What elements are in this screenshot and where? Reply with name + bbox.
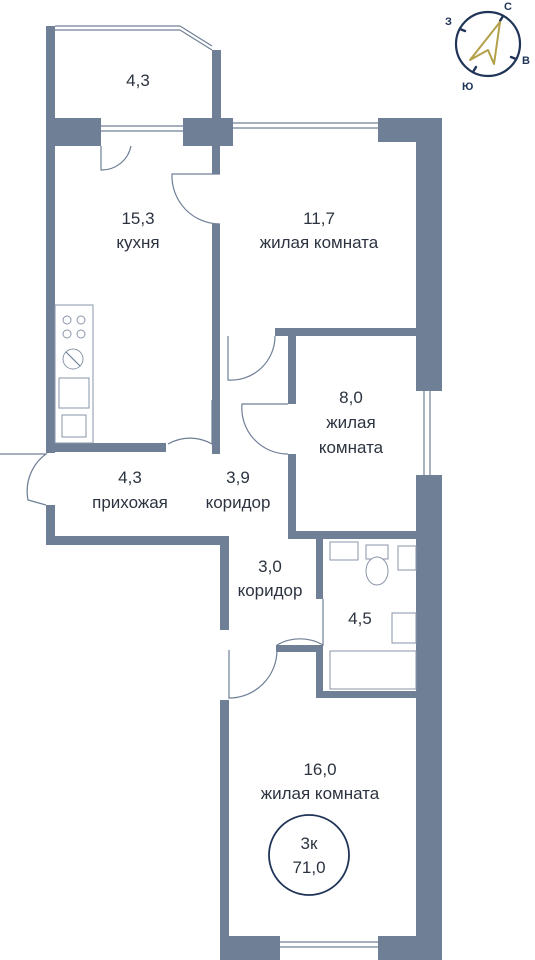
corridor-1-area: 3,9 <box>226 468 250 487</box>
living-1-name: жилая комната <box>260 233 379 252</box>
compass-south: Ю <box>462 81 473 93</box>
total-area-label: 71,0 <box>292 858 325 877</box>
compass-west: З <box>445 16 452 28</box>
hallway-area: 4,3 <box>118 468 142 487</box>
bathroom-fixtures <box>329 541 417 690</box>
kitchen-fixtures <box>54 304 94 444</box>
living-3-name: жилая комната <box>261 784 380 803</box>
living-2-area: 8,0 <box>339 388 363 407</box>
balcony-area: 4,3 <box>126 71 150 90</box>
kitchen-area: 15,3 <box>121 209 154 228</box>
corridor-2-area: 3,0 <box>258 557 282 576</box>
compass-arrow-icon <box>469 21 501 65</box>
corridor-2-name: коридор <box>238 581 303 600</box>
doors <box>0 145 324 699</box>
walls <box>46 26 442 960</box>
bathroom-area: 4,5 <box>348 609 372 628</box>
corridor-1-name: коридор <box>206 493 271 512</box>
windows <box>55 25 431 948</box>
living-3-area: 16,0 <box>303 760 336 779</box>
apartment-summary-badge: 3к 71,0 <box>268 814 350 896</box>
compass-north: С <box>504 1 512 13</box>
kitchen-name: кухня <box>116 233 159 252</box>
compass-east: В <box>522 55 530 67</box>
rooms-count-label: 3к <box>301 834 318 853</box>
hallway-name: прихожая <box>92 493 168 512</box>
room-labels: 4,3 15,3 кухня 11,7 жилая комната 8,0 жи… <box>92 71 384 803</box>
compass: С З В Ю <box>445 1 530 93</box>
living-1-area: 11,7 <box>303 209 335 228</box>
living-2-name-line2: комната <box>319 438 384 457</box>
living-2-name-line1: жилая <box>326 413 375 432</box>
